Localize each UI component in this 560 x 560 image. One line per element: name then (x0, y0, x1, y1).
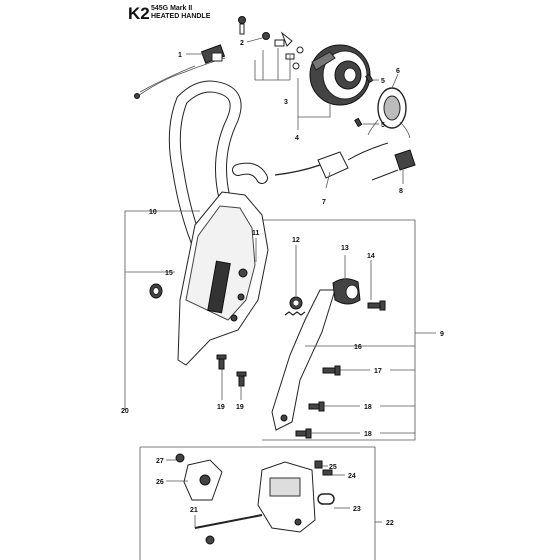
screws-17-18 (295, 365, 341, 439)
screws-19 (216, 354, 247, 387)
handle-housing (177, 191, 269, 366)
diagram-title: HEATED HANDLE (151, 13, 211, 20)
screw-21 (194, 514, 263, 545)
lower-housing (257, 461, 316, 533)
heater-switch (371, 149, 416, 181)
callout-8: 8 (399, 188, 403, 195)
screws-5 (354, 73, 374, 128)
wire-harness (134, 44, 226, 99)
callout-24: 24 (348, 473, 356, 480)
callout-16: 16 (354, 344, 362, 351)
grip-ring (309, 44, 371, 106)
callout-5b: 5 (381, 122, 385, 129)
leader-lines (124, 37, 436, 560)
callout-14: 14 (367, 253, 375, 260)
screw-14 (367, 300, 386, 311)
callout-3: 3 (284, 99, 288, 106)
front-handle-bar (168, 80, 268, 256)
callout-7: 7 (322, 199, 326, 206)
callout-17: 17 (374, 368, 382, 375)
thermostat-cable (274, 142, 389, 179)
rubber-grommet (149, 283, 163, 299)
callout-2: 2 (240, 40, 244, 47)
callout-18a: 18 (364, 404, 372, 411)
callout-6: 6 (396, 68, 400, 75)
spring (284, 296, 306, 316)
callout-23: 23 (353, 506, 361, 513)
heater-element (367, 87, 411, 139)
callout-21: 21 (190, 507, 198, 514)
callout-13: 13 (341, 245, 349, 252)
callout-18b: 18 (364, 431, 372, 438)
callout-11: 11 (252, 230, 260, 237)
callout-20: 20 (121, 408, 129, 415)
callout-26: 26 (156, 479, 164, 486)
connector-set (238, 16, 304, 70)
callout-27: 27 (156, 458, 164, 465)
callout-15: 15 (165, 270, 173, 277)
callout-9: 9 (440, 331, 444, 338)
callout-19b: 19 (236, 404, 244, 411)
lever-arm (271, 289, 336, 431)
diagram-code: K2 (128, 4, 150, 23)
callout-labels: 1 2 3 4 5 5 6 7 8 9 10 11 12 13 14 15 16… (121, 40, 444, 527)
callout-1: 1 (178, 52, 182, 59)
callout-5a: 5 (381, 78, 385, 85)
callout-10: 10 (149, 209, 157, 216)
callout-22: 22 (386, 520, 394, 527)
callout-19a: 19 (217, 404, 225, 411)
callout-25: 25 (329, 464, 337, 471)
o-ring-clip (314, 460, 335, 505)
lower-bracket (175, 453, 223, 501)
bushing (332, 278, 361, 305)
callout-4: 4 (295, 135, 299, 142)
model-name: 545G Mark II (151, 5, 193, 12)
callout-12: 12 (292, 237, 300, 244)
